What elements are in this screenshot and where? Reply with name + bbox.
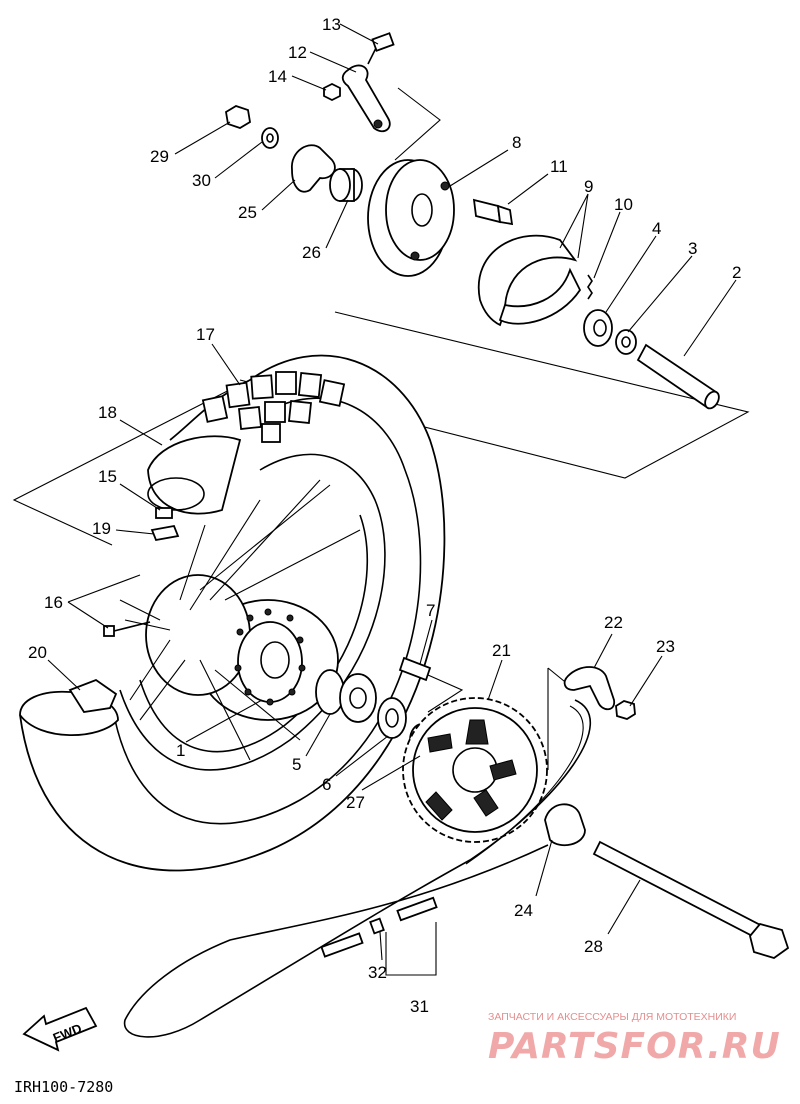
bolt-16 — [103, 621, 151, 637]
watermark-tagline: ЗАПЧАСТИ И АКСЕССУАРЫ ДЛЯ МОТОТЕХНИКИ — [488, 1011, 736, 1023]
collar-26 — [329, 168, 363, 202]
callout-23: 23 — [656, 637, 675, 656]
callout-10: 10 — [614, 195, 633, 214]
callout-labels: 13 12 14 29 30 25 26 8 11 9 10 4 3 2 17 … — [28, 15, 741, 1016]
brake-plate-8 — [367, 159, 455, 277]
tire-tread — [201, 371, 346, 443]
bearing-4 — [583, 309, 613, 347]
nut-29 — [225, 105, 251, 129]
plate-24 — [544, 803, 586, 847]
clamp-20 — [19, 678, 119, 736]
callout-28: 28 — [584, 937, 603, 956]
callout-16: 16 — [44, 593, 63, 612]
callout-31: 31 — [410, 997, 429, 1016]
leader-lines — [47, 23, 737, 961]
spokes — [119, 479, 361, 761]
washer-30 — [261, 127, 279, 149]
callout-5: 5 — [292, 755, 301, 774]
bolt-13 — [367, 32, 395, 65]
callout-12: 12 — [288, 43, 307, 62]
callout-1: 1 — [176, 741, 185, 760]
nut-14 — [323, 82, 341, 102]
callout-17: 17 — [196, 325, 215, 344]
right-parts — [123, 656, 790, 1038]
callout-15: 15 — [98, 467, 117, 486]
nut-23 — [615, 700, 636, 720]
callout-14: 14 — [268, 67, 287, 86]
watermark-logo: PARTSFOR.RU — [488, 1026, 781, 1067]
hub-holes — [234, 608, 306, 706]
callout-18: 18 — [98, 403, 117, 422]
callout-6: 6 — [322, 775, 331, 794]
cam-lever-12 — [341, 64, 391, 133]
part-15 — [155, 507, 173, 519]
plate-25 — [291, 144, 336, 193]
callout-13: 13 — [322, 15, 341, 34]
seal-6 — [377, 697, 407, 739]
brake-shoes-9 — [477, 234, 582, 327]
callout-26: 26 — [302, 243, 321, 262]
chain-joint-32 — [320, 896, 438, 958]
callout-30: 30 — [192, 171, 211, 190]
part-19 — [150, 524, 180, 542]
callout-32: 32 — [368, 963, 387, 982]
spacer-2 — [636, 343, 720, 410]
callout-29: 29 — [150, 147, 169, 166]
callout-20: 20 — [28, 643, 47, 662]
axle-28 — [592, 840, 790, 959]
spring-10 — [587, 274, 593, 300]
callout-24: 24 — [514, 901, 533, 920]
callout-2: 2 — [732, 263, 741, 282]
callout-7: 7 — [426, 601, 435, 620]
callout-11: 11 — [550, 157, 568, 176]
watermark: ЗАПЧАСТИ И АКСЕССУАРЫ ДЛЯ МОТОТЕХНИКИ PA… — [488, 1011, 781, 1067]
stud-7 — [398, 656, 432, 682]
sleeve-18 — [147, 435, 242, 515]
rear-wheel-assembly — [19, 354, 446, 872]
callout-25: 25 — [238, 203, 257, 222]
left-parts — [19, 435, 242, 736]
callout-19: 19 — [92, 519, 111, 538]
callout-3: 3 — [688, 239, 697, 258]
bracket-22 — [563, 666, 615, 711]
brake-assembly — [225, 32, 720, 410]
sprocket-21 — [402, 697, 548, 843]
callout-4: 4 — [652, 219, 661, 238]
callout-27: 27 — [346, 793, 365, 812]
callout-9: 9 — [584, 177, 593, 196]
callout-22: 22 — [604, 613, 623, 632]
diagram-code: IRH100-7280 — [14, 1078, 113, 1096]
callout-21: 21 — [492, 641, 511, 660]
collar-3 — [615, 329, 637, 355]
fwd-arrow: FWD — [22, 1006, 98, 1052]
bearing-5 — [315, 669, 377, 723]
callout-8: 8 — [512, 133, 521, 152]
bolt-11 — [472, 198, 514, 226]
